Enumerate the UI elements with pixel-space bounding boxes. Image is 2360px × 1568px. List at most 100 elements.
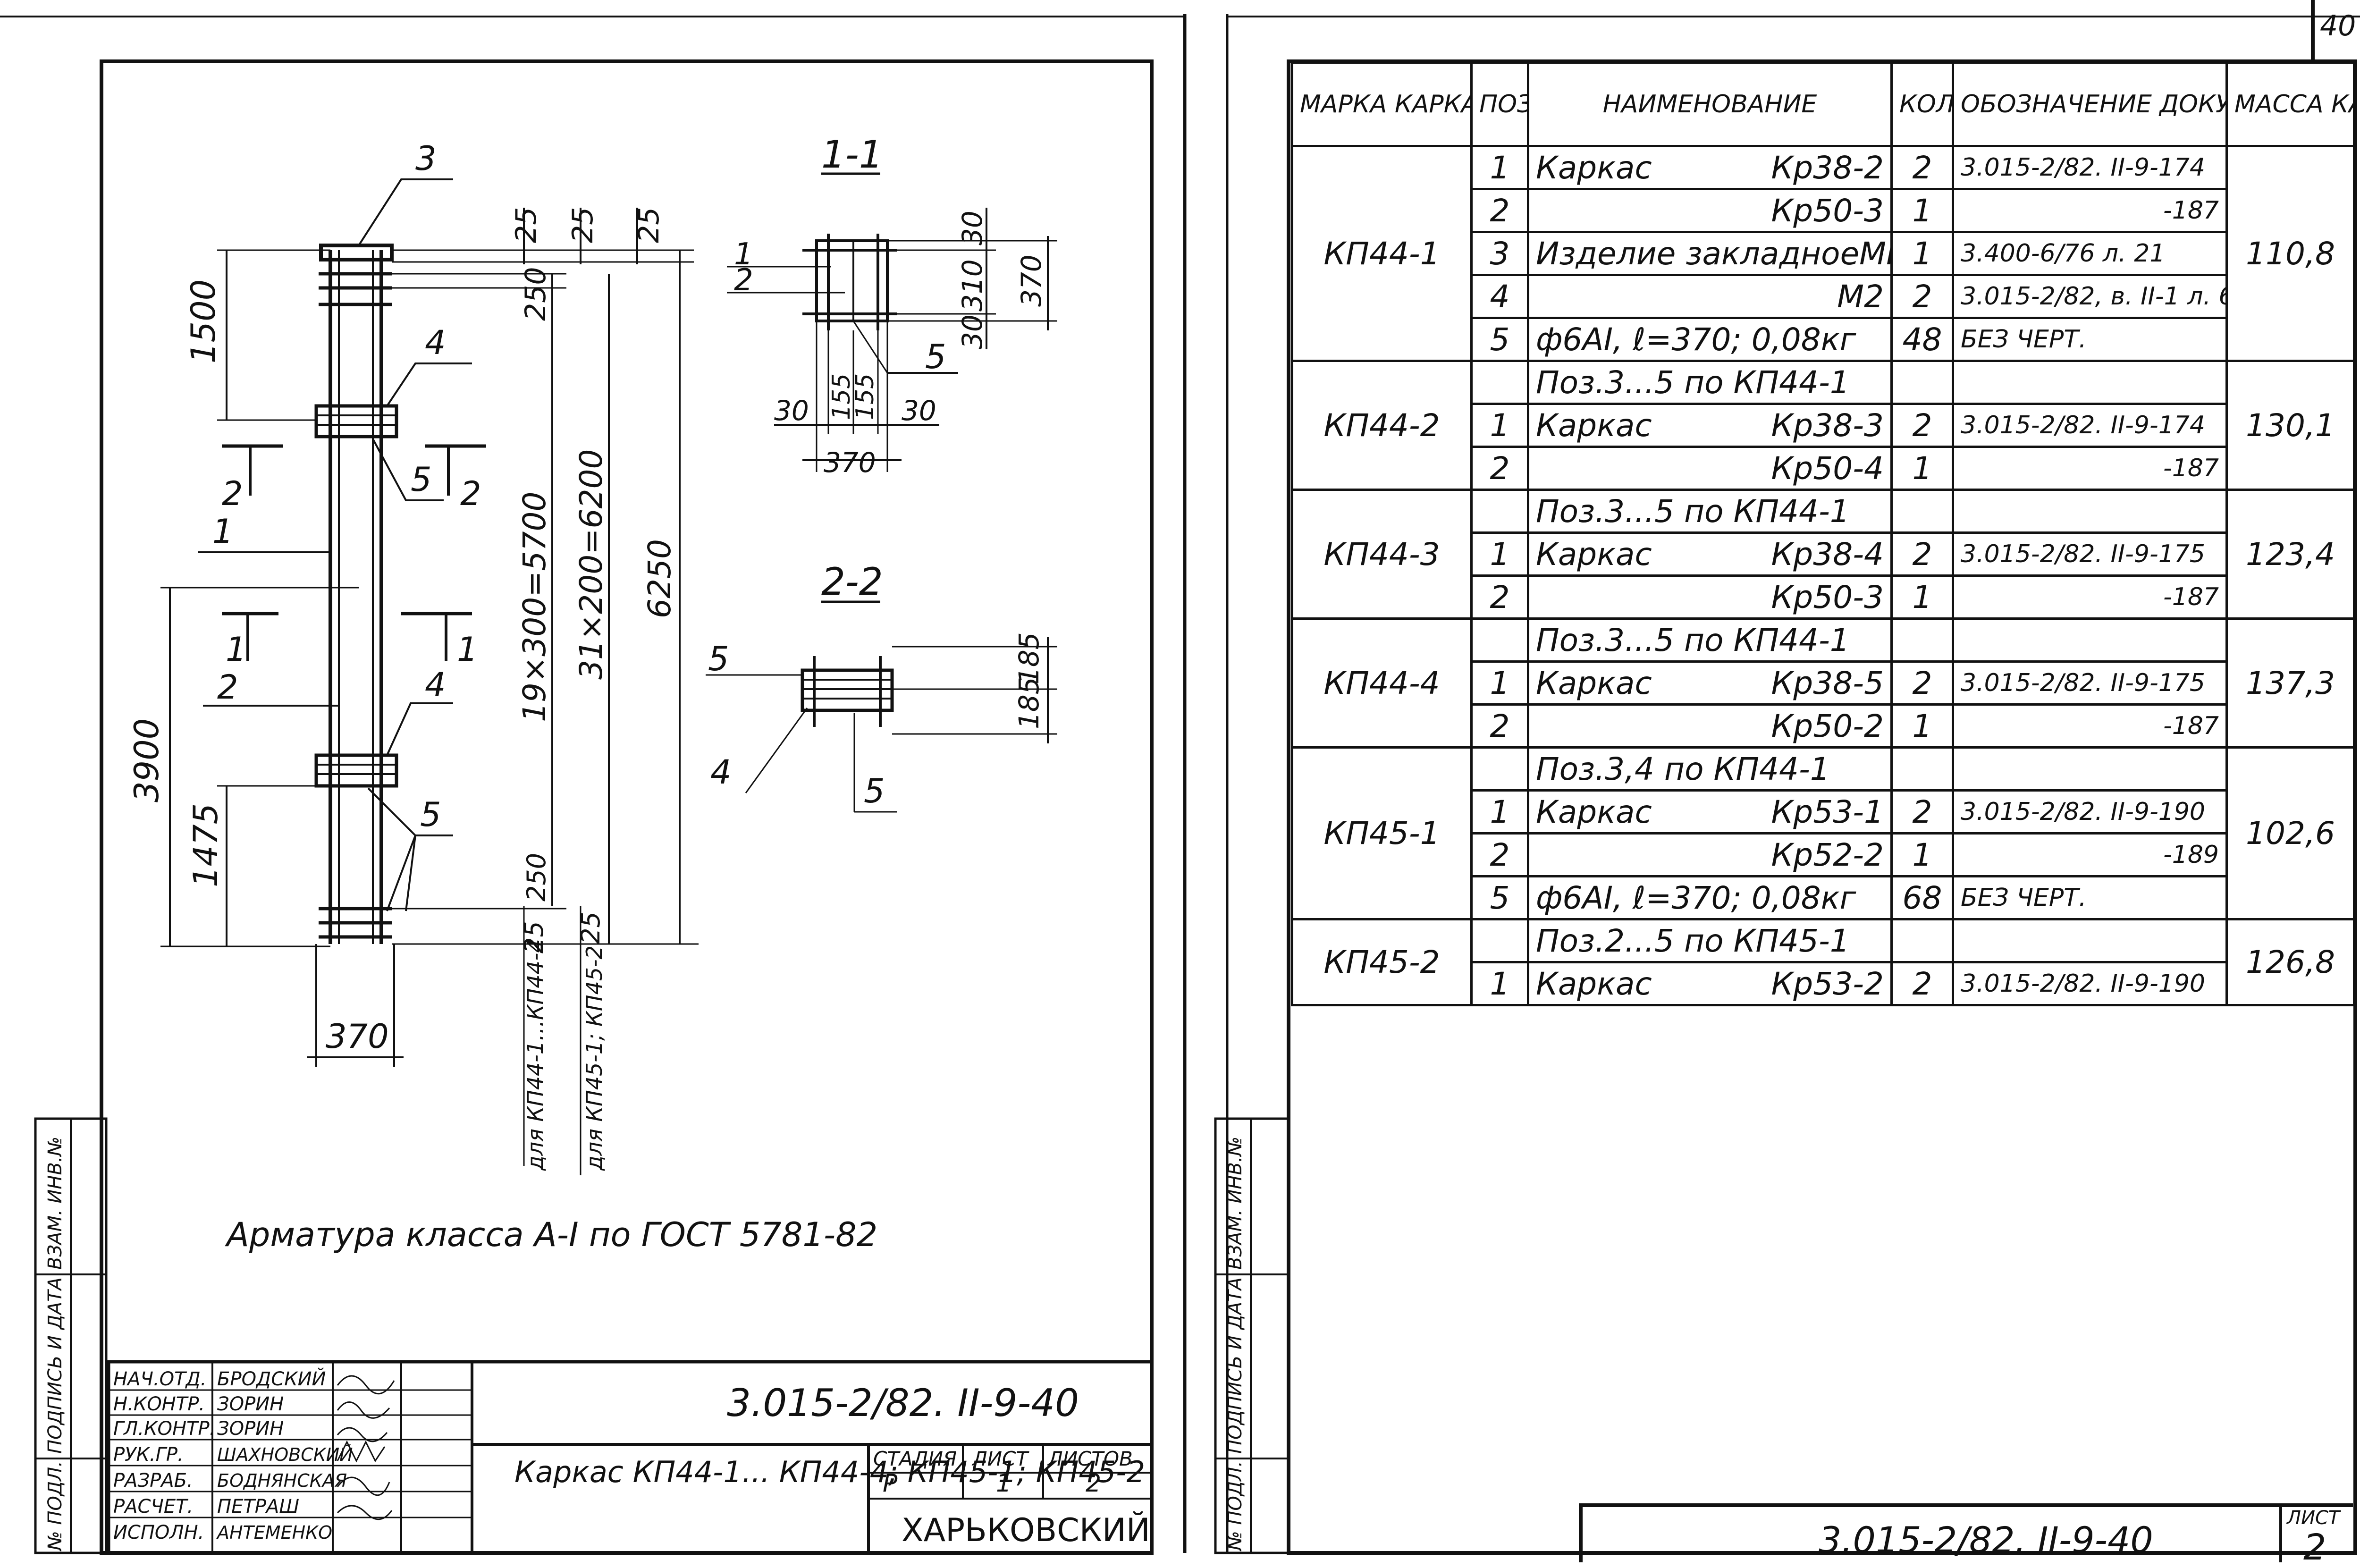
cell-pos: 4 [1470, 274, 1529, 319]
label-pos-3: 3 [415, 139, 437, 178]
cell-qty: 2 [1890, 145, 1954, 190]
sec2-dim-185-b: 185 [1013, 677, 1045, 729]
cell-name-main: Поз.2...5 по КП45-1 [1536, 922, 1850, 959]
dim-3900: 3900 [127, 718, 166, 802]
dim-25-a: 25 [510, 207, 543, 243]
label-for-kp45: для КП45-1; КП45-2 [582, 945, 607, 1171]
cell-qty: 2 [1890, 274, 1954, 319]
cell-doc: БЕЗ ЧЕРТ. [1952, 875, 2228, 920]
cell-name-main: Каркас [1536, 407, 1652, 444]
cell-name-code: МН1-36 [1859, 235, 1889, 272]
cell-name-code: Кр50-3 [1771, 579, 1884, 615]
cut-2-left: 2 [222, 474, 243, 513]
cell-name: Кр50-4 [1527, 446, 1893, 491]
label-pos-5-lower: 5 [420, 795, 441, 834]
cell-qty: 1 [1890, 231, 1954, 276]
cell-doc: 3.015-2/82. II-9-174 [1952, 403, 2228, 448]
cell-name-code: Кр38-5 [1771, 665, 1884, 701]
label-pos-5-upper: 5 [411, 460, 432, 499]
cell-pos: 1 [1470, 961, 1529, 1006]
cell-pos: 5 [1470, 317, 1529, 362]
dim-5700: 19×300=5700 [516, 491, 553, 722]
signature [337, 1505, 393, 1520]
dim-250: 250 [519, 267, 552, 321]
cell-pos [1470, 617, 1529, 663]
sec1-dim-155-b: 155 [851, 373, 879, 420]
cell-pos: 3 [1470, 231, 1529, 276]
cell-name-main: Каркас [1536, 536, 1652, 573]
cell-doc: -187 [1952, 188, 2228, 233]
strip-podl-r: № ПОДЛ. [1224, 1461, 1246, 1551]
cell-name-main: Каркас [1536, 665, 1652, 701]
strip-vzam-r: ВЗАМ. ИНВ.№ [1224, 1137, 1246, 1270]
dim-25-e: 25 [576, 911, 606, 944]
strip-podl: № ПОДЛ. [44, 1461, 66, 1551]
sec1-pos-2: 2 [734, 263, 753, 298]
cell-qty: 2 [1890, 660, 1954, 706]
cell-name: Поз.3...5 по КП44-1 [1527, 489, 1893, 534]
dim-370-bottom: 370 [326, 1017, 389, 1056]
reinforcement-note: Арматура класса А-I по ГОСТ 5781-82 [225, 1215, 877, 1254]
cell-pos: 2 [1470, 446, 1529, 491]
cut-1-left: 1 [226, 630, 247, 669]
embedded-plate [319, 244, 394, 261]
cell-mass: 130,1 [2225, 360, 2355, 491]
tb-sheets: 2 [1086, 1469, 1101, 1498]
cell-name: Каркас Кр38-5 [1527, 660, 1893, 706]
section-2-2-title: 2-2 [821, 560, 883, 604]
right-code: 3.015-2/82. II-9-40 [1819, 1519, 2153, 1561]
cell-name: ф6АI, ℓ=370; 0,08кг [1527, 317, 1893, 362]
cell-mark: КП45-1 [1291, 746, 1473, 920]
cell-name-code: Кр50-4 [1771, 450, 1884, 487]
strip-vzam: ВЗАМ. ИНВ.№ [44, 1137, 66, 1270]
left-side-strip: ВЗАМ. ИНВ.№ ПОДПИСЬ И ДАТА № ПОДЛ. [34, 1117, 108, 1554]
cell-name: ф6АI, ℓ=370; 0,08кг [1527, 875, 1893, 920]
sec2-pos-5-bottom: 5 [864, 772, 885, 810]
cell-qty [1890, 360, 1954, 405]
cell-qty: 2 [1890, 531, 1954, 577]
tb-sheets-hdr: ЛИСТОВ [1047, 1447, 1133, 1470]
cell-name: Кр50-3 [1527, 574, 1893, 620]
sec1-dim-370-h: 370 [824, 447, 876, 479]
sec1-dim-310: 310 [956, 259, 988, 312]
tb-name-2: ЗОРИН [217, 1418, 284, 1440]
cell-pos: 5 [1470, 875, 1529, 920]
sec1-dim-30-b: 30 [956, 314, 988, 349]
tb-stage-hdr: СТАДИЯ [873, 1447, 957, 1470]
cell-name-code: М2 [1837, 278, 1884, 315]
tb-name-3: ШАХНОВСКИЙ [217, 1444, 353, 1465]
cell-doc [1952, 617, 2228, 663]
header-qty: КОЛ. [1890, 61, 1954, 147]
cell-mark: КП44-3 [1291, 489, 1473, 620]
signature [337, 1427, 388, 1442]
signature [337, 1401, 390, 1419]
tb-item-title: Каркас КП44-1... КП44-4; КП45-1; КП45-2 [514, 1455, 1145, 1489]
dim-1500: 1500 [184, 279, 223, 363]
cell-doc: 3.400-6/76 л. 21 [1952, 231, 2228, 276]
cell-name-code: Кр50-2 [1771, 708, 1884, 744]
cell-doc [1952, 360, 2228, 405]
cell-pos: 1 [1470, 531, 1529, 577]
dim-25-c: 25 [632, 207, 666, 243]
elevation-view: 3 4 5 4 5 1 2 2 2 1 1 [127, 139, 699, 1175]
cell-qty: 68 [1890, 875, 1954, 920]
cell-qty [1890, 489, 1954, 534]
header-mass: МАССА КАРКАСА, КГ [2225, 61, 2355, 147]
cell-mass: 102,6 [2225, 746, 2355, 920]
left-title-block: НАЧ.ОТД. Н.КОНТР. ГЛ.КОНТР. РУК.ГР. РАЗР… [107, 1360, 1154, 1555]
tb-code: 3.015-2/82. II-9-40 [727, 1381, 1079, 1425]
